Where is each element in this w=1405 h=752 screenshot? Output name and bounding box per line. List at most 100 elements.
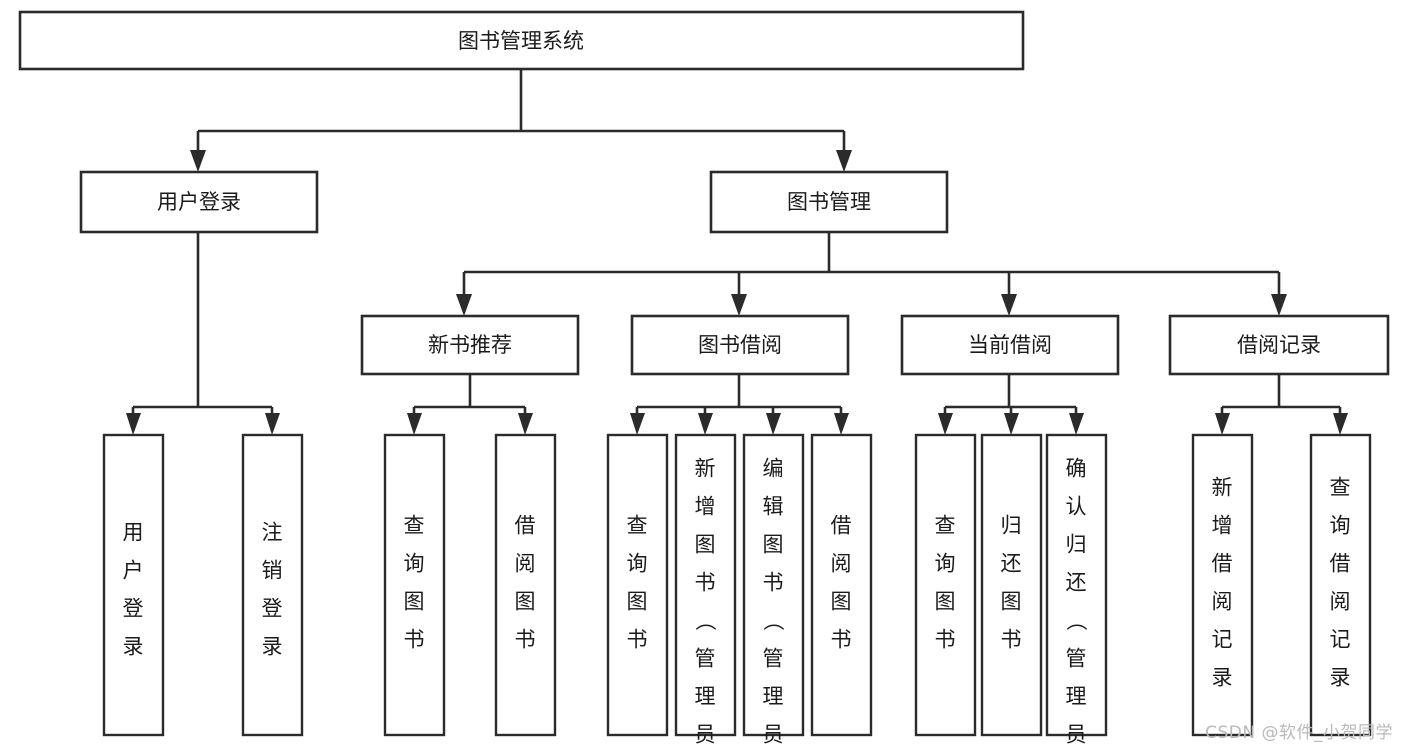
svg-text:图: 图 [627,589,648,613]
svg-text:管: 管 [1066,646,1087,670]
node-book-borrow-label: 图书借阅 [698,333,782,357]
svg-text:登: 登 [123,596,144,620]
svg-text:销: 销 [262,558,283,582]
connector-user-login-to-leaves [126,232,280,435]
svg-text:图: 图 [404,589,425,613]
node-book-borrow[interactable]: 图书借阅 [630,314,850,376]
leaf-user-login[interactable]: 用户登录 [102,433,165,737]
svg-text:借: 借 [831,513,852,537]
svg-text:图: 图 [831,589,852,613]
svg-text:管: 管 [763,646,784,670]
svg-text:借: 借 [1212,551,1233,575]
svg-text:还: 还 [1001,551,1022,575]
svg-text:确: 确 [1066,456,1087,480]
node-current-borrow[interactable]: 当前借阅 [900,314,1120,376]
node-new-book-recommend[interactable]: 新书推荐 [360,314,580,376]
svg-text:书: 书 [1001,627,1022,651]
svg-text:（: （ [761,610,785,631]
svg-text:图: 图 [1001,589,1022,613]
svg-text:增: 增 [695,494,716,518]
svg-text:录: 录 [262,634,283,658]
svg-text:书: 书 [627,627,648,651]
node-borrow-record-label: 借阅记录 [1237,333,1321,357]
svg-text:员: 员 [1066,722,1087,746]
svg-text:询: 询 [627,551,648,575]
svg-text:图: 图 [935,589,956,613]
svg-text:询: 询 [935,551,956,575]
node-user-login[interactable]: 用户登录 [79,170,319,234]
node-borrow-record[interactable]: 借阅记录 [1168,314,1390,376]
node-current-borrow-label: 当前借阅 [968,333,1052,357]
svg-text:理: 理 [1066,684,1087,708]
svg-text:理: 理 [763,684,784,708]
svg-text:记: 记 [1212,627,1233,651]
svg-text:登: 登 [262,596,283,620]
svg-text:查: 查 [404,513,425,537]
svg-text:用: 用 [123,520,144,544]
svg-text:（: （ [1064,610,1088,631]
svg-text:图: 图 [695,532,716,556]
svg-text:图: 图 [515,589,536,613]
csdn-watermark: CSDN @软件_小贺同学 [1205,723,1393,743]
svg-text:图: 图 [763,532,784,556]
svg-text:书: 书 [515,627,536,651]
svg-text:查: 查 [1330,475,1351,499]
svg-text:阅: 阅 [1330,589,1351,613]
node-root-system[interactable]: 图书管理系统 [18,10,1025,71]
svg-text:书: 书 [831,627,852,651]
svg-text:新: 新 [695,456,716,480]
connector-borrow-record-to-leaves [1215,374,1348,435]
svg-text:书: 书 [404,627,425,651]
svg-text:理: 理 [695,684,716,708]
svg-text:归: 归 [1066,532,1087,556]
svg-text:（: （ [693,610,717,631]
svg-text:归: 归 [1001,513,1022,537]
svg-text:员: 员 [763,722,784,746]
connector-book-borrow-to-leaves [630,374,849,435]
svg-text:编: 编 [763,456,784,480]
svg-text:记: 记 [1330,627,1351,651]
svg-text:管: 管 [695,646,716,670]
svg-text:阅: 阅 [1212,589,1233,613]
connector-current-borrow-to-leaves [938,374,1084,435]
svg-text:录: 录 [1330,665,1351,689]
svg-text:借: 借 [515,513,536,537]
svg-text:查: 查 [935,513,956,537]
svg-text:增: 增 [1212,513,1233,537]
svg-text:辑: 辑 [763,494,784,518]
svg-text:查: 查 [627,513,648,537]
leaf-user-login-label: 用户登录 [123,520,144,658]
svg-text:书: 书 [763,570,784,594]
svg-text:书: 书 [935,627,956,651]
connector-new-book-to-leaves [407,374,533,435]
svg-text:询: 询 [404,551,425,575]
node-book-management[interactable]: 图书管理 [709,170,949,234]
svg-text:户: 户 [123,558,144,582]
svg-text:新: 新 [1212,475,1233,499]
connector-level2-book-to-level3 [456,232,1287,316]
